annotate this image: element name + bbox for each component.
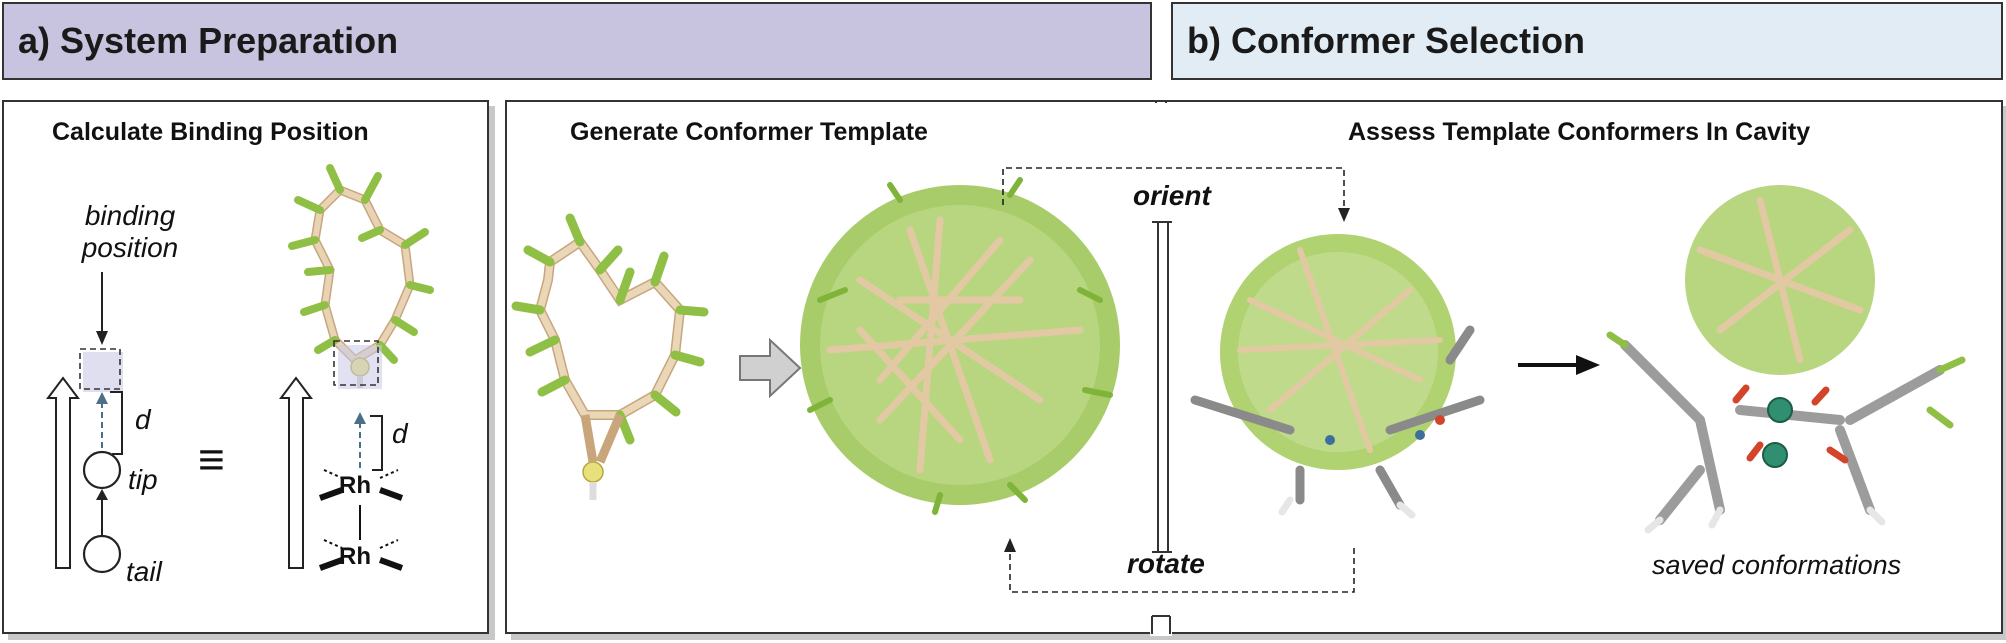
d-label-schematic: d <box>135 404 151 435</box>
open-arrow-right <box>279 376 313 569</box>
template-panel-title: Generate Conformer Template <box>570 118 928 146</box>
binding-label-line2: position <box>81 232 179 263</box>
banner-system-preparation-label: a) System Preparation <box>18 20 399 61</box>
d-bracket-rhodium <box>370 415 383 471</box>
rhodium-dimer-schematic <box>318 469 404 571</box>
rotate-label: rotate <box>1127 548 1205 579</box>
tip-label: tip <box>128 464 158 495</box>
d-bracket-schematic <box>110 391 123 455</box>
saved-conformations-label: saved conformations <box>1652 550 1902 580</box>
tail-circle <box>82 534 122 574</box>
template-in-cavity <box>1190 234 1485 519</box>
rh-label-lower: Rh <box>339 543 371 570</box>
binding-label-line1: binding <box>84 200 176 231</box>
saved-conformation-model <box>1606 185 1966 534</box>
conformer-ensemble-cloud <box>800 177 1120 515</box>
orient-label: orient <box>1133 180 1211 211</box>
open-arrow-left <box>46 376 80 569</box>
binding-position-box <box>79 348 121 390</box>
single-conformer-molecule <box>511 213 709 500</box>
equivalence-symbol: ≡ <box>198 433 225 485</box>
cavity-panel-title: Assess Template Conformers In Cavity <box>1348 118 1811 146</box>
d-label-rhodium: d <box>392 418 408 449</box>
rh-label-upper: Rh <box>339 472 371 499</box>
panel-divider <box>1157 222 1169 552</box>
tail-label: tail <box>126 556 162 587</box>
block-arrow-right-icon <box>739 337 802 399</box>
dashed-loop-arrow-icon <box>1002 167 1355 593</box>
banner-system-preparation: a) System Preparation <box>2 2 1152 80</box>
dashed-vector-arrow <box>96 392 108 448</box>
down-arrow-icon <box>96 272 108 345</box>
banner-conformer-selection: b) Conformer Selection <box>1171 2 2003 80</box>
arrow-right-icon <box>1518 355 1600 375</box>
banner-conformer-selection-label: b) Conformer Selection <box>1187 20 1586 61</box>
ligand-molecule-small <box>288 164 434 388</box>
binding-position-highlight <box>83 352 123 392</box>
tip-circle <box>82 450 122 490</box>
binding-panel-title: Calculate Binding Position <box>52 118 369 146</box>
